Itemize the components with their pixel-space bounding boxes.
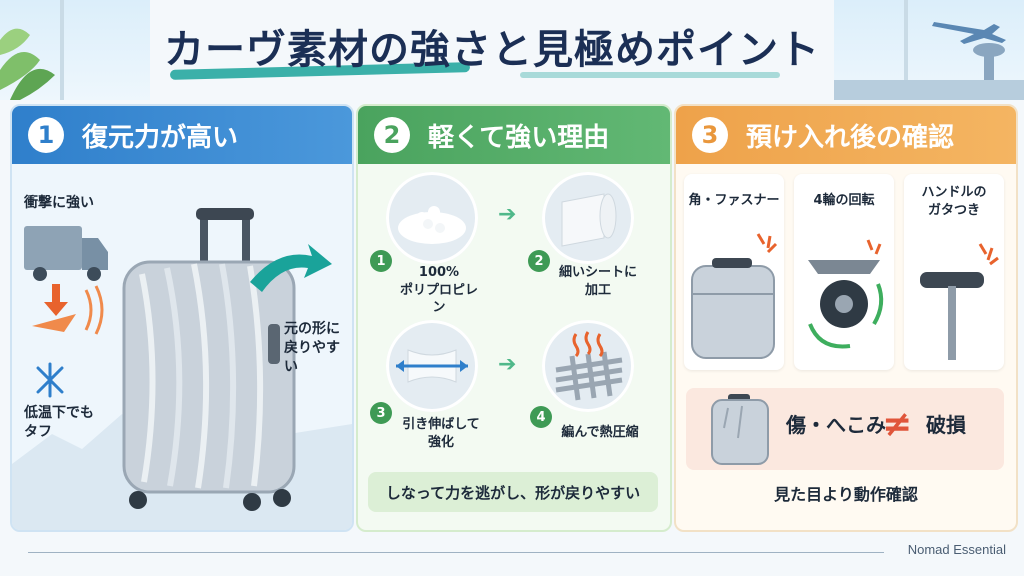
summary-box: しなって力を逃がし、形が戻りやすい (368, 472, 658, 512)
recover-arrow-icon (250, 244, 332, 292)
title-underline-secondary (520, 72, 780, 78)
woven-icon (555, 331, 623, 401)
panel-recovery: 1 復元力が高い (10, 104, 354, 532)
pellets-icon (398, 206, 466, 244)
damage-box: 傷・へこみ ≠ 破損 (686, 388, 1004, 470)
damage-right-label: 破損 (926, 413, 966, 437)
impact-burst-icon (32, 314, 76, 332)
step-number: 1 (370, 250, 392, 272)
note-label: 見た目より動作確認 (774, 485, 918, 504)
window-frame (60, 0, 64, 100)
step-label: 100% ポリプロピレン (399, 265, 478, 316)
footer-divider (28, 552, 884, 553)
airplane-icon (932, 22, 1006, 44)
check-label: ハンドルの ガタつき (921, 185, 987, 218)
stretch-circle (386, 320, 478, 412)
step-label: 引き伸ばして 強化 (402, 417, 480, 450)
step-label: 編んで熱圧縮 (561, 425, 639, 440)
panel-heading: 軽くて強い理由 (428, 122, 610, 153)
panel-heading: 預け入れ後の確認 (746, 122, 955, 153)
panel-check-after: 3 預け入れ後の確認 角・ファスナー 4輪の回転 ハンドルの ガタつき (674, 104, 1018, 532)
suitcase-corner-icon (691, 233, 778, 359)
snowflake-icon (36, 362, 64, 398)
panel-heading: 復元力が高い (82, 122, 239, 153)
airport-decoration (834, 22, 1024, 100)
impact-label: 衝撃に強い (24, 195, 94, 211)
step-label: 細いシートに 加工 (558, 265, 637, 298)
panel-header: 3 預け入れ後の確認 (676, 106, 1016, 164)
step-number: 2 (528, 250, 550, 272)
step-number: 4 (530, 406, 552, 428)
check-card-wheels: 4輪の回転 (794, 174, 894, 370)
pellets-circle (386, 172, 478, 264)
brand-footer: Nomad Essential (907, 542, 1006, 557)
weave-circle (542, 320, 634, 412)
panel-number: 3 (692, 117, 728, 153)
cold-label: 低温下でも タフ (24, 405, 94, 440)
check-label: 4輪の回転 (813, 193, 875, 208)
step-number: 3 (370, 402, 392, 424)
panel-header: 1 復元力が高い (12, 106, 352, 164)
page-title: カーヴ素材の強さと見極めポイント (164, 27, 820, 73)
handle-icon (920, 243, 999, 360)
panel-header: 2 軽くて強い理由 (358, 106, 670, 164)
arrow-right-icon: ➔ (498, 202, 517, 227)
recover-label: 元の形に 戻りやすい (284, 321, 340, 375)
recovery-illustration (12, 208, 352, 530)
window-background-right (834, 0, 1024, 100)
sheet-circle (542, 172, 634, 264)
plant-decoration (0, 28, 55, 100)
impact-arrow-icon (44, 284, 68, 316)
panel-number: 1 (28, 117, 64, 153)
check-card-corner: 角・ファスナー (684, 174, 784, 370)
window-background-left (0, 0, 150, 100)
panel-light-strong: 2 軽くて強い理由 1 100% ポリプロピレン ➔ 2 細いシートに 加工 3… (356, 104, 672, 532)
panel-number: 2 (374, 117, 410, 153)
window-frame (904, 0, 908, 100)
title-area: カーヴ素材の強さと見極めポイント (150, 0, 834, 100)
arrow-right-icon: ➔ (498, 352, 517, 377)
stretch-icon (396, 349, 468, 383)
check-label: 角・ファスナー (688, 193, 780, 208)
check-card-handle: ハンドルの ガタつき (904, 174, 1004, 370)
truck-icon (24, 226, 108, 281)
wheel-icon (808, 239, 884, 349)
sheet-roll-icon (561, 193, 617, 247)
not-equal-symbol: ≠ (882, 404, 913, 445)
damage-left-label: 傷・へこみ (786, 413, 886, 437)
suitcase-icon (711, 394, 769, 465)
suitcase-illustration (122, 208, 296, 511)
